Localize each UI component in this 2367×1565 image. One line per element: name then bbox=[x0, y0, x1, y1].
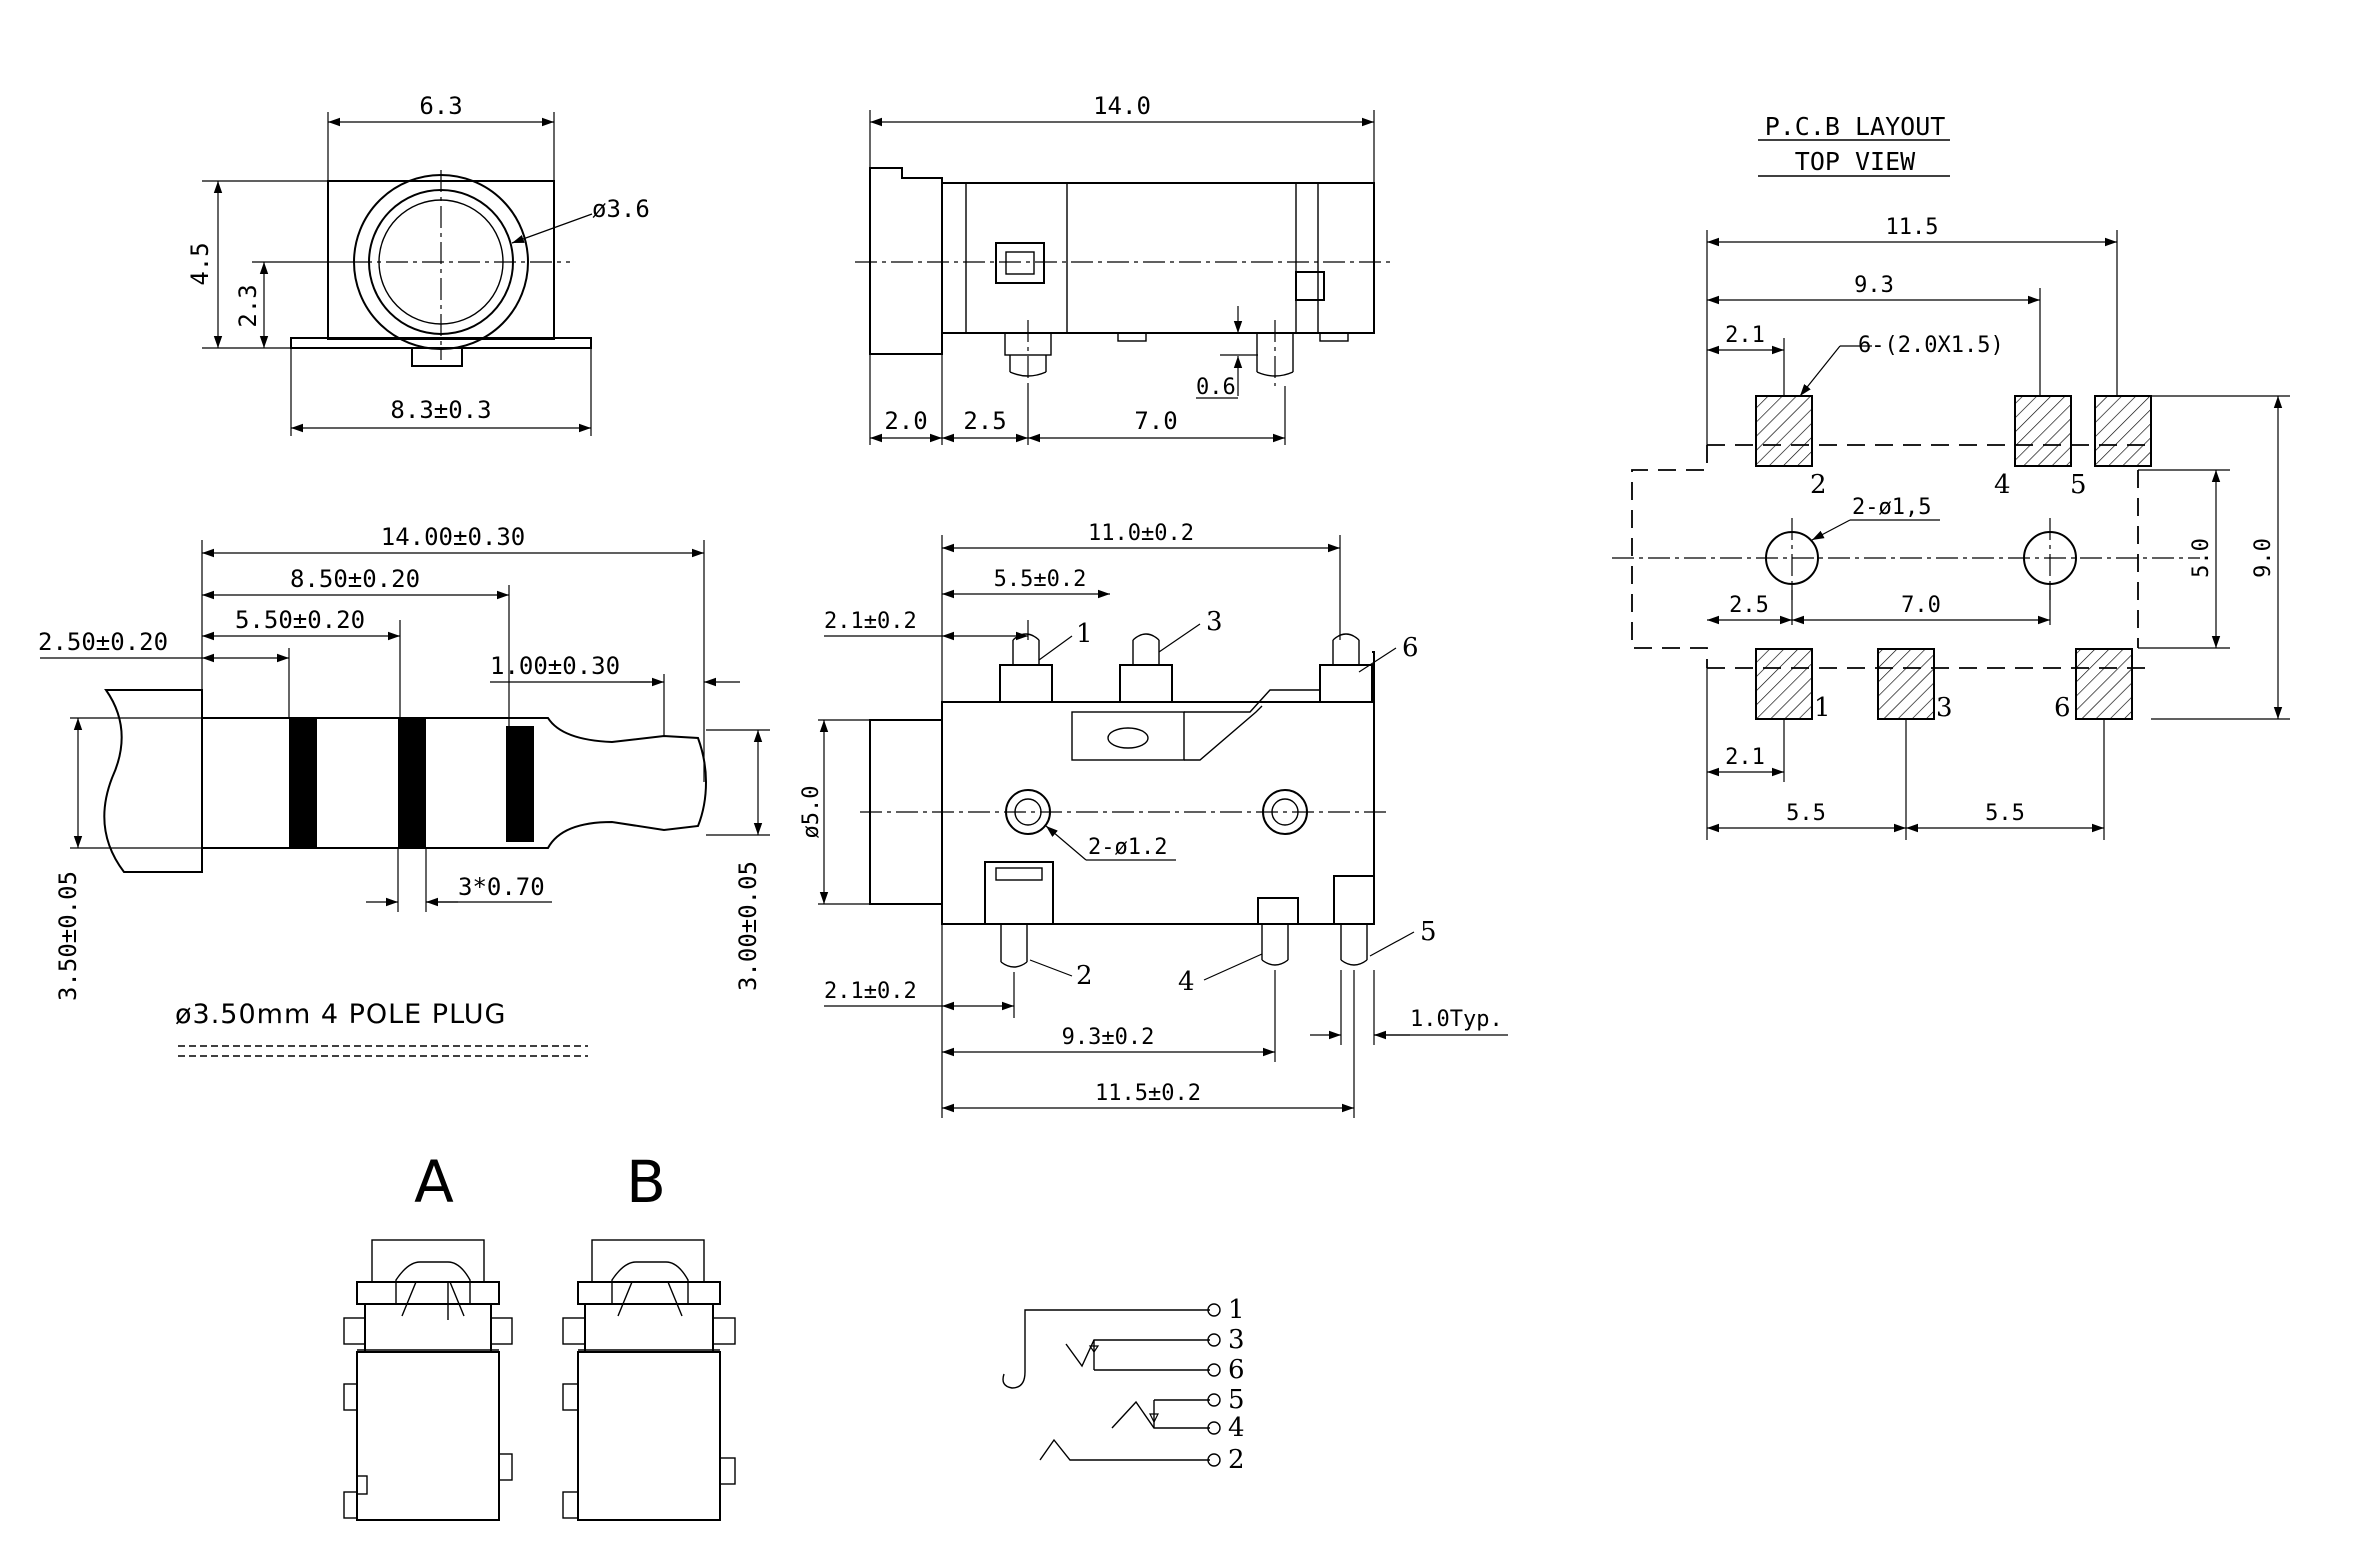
schematic-pin-3: 3 bbox=[1228, 1325, 1245, 1355]
top-view-pin-5: 5 bbox=[1420, 917, 1437, 947]
pcb-title: P.C.B LAYOUT bbox=[1765, 112, 1946, 141]
side-d2-label: 2.5 bbox=[963, 407, 1006, 435]
plug-length-850-label: 8.50±0.20 bbox=[290, 565, 420, 593]
variant-a-label: A bbox=[414, 1148, 454, 1216]
pcb-pad-3 bbox=[1877, 648, 1935, 720]
top-width-110-label: 11.0±0.2 bbox=[1088, 521, 1194, 546]
pcb-pad-1 bbox=[1755, 648, 1813, 720]
top-offset-21-top-label: 2.1±0.2 bbox=[824, 609, 917, 634]
pcb-pad-4 bbox=[2014, 395, 2072, 467]
top-view-pin-3: 3 bbox=[1206, 607, 1223, 637]
pcb-pitch-55-right-label: 5.5 bbox=[1985, 801, 2025, 826]
side-standoff-label: 0.6 bbox=[1196, 375, 1236, 400]
top-view-pin-4: 4 bbox=[1178, 967, 1195, 997]
pcb-pin-4: 4 bbox=[1994, 470, 2011, 500]
plug-drawing: 14.00±0.30 8.50±0.20 5.50±0.20 2.50±0.20… bbox=[38, 523, 770, 1057]
plug-diameter-300-label: 3.00±0.05 bbox=[734, 861, 762, 991]
top-view-pin-6: 6 bbox=[1402, 633, 1419, 663]
pcb-width-21-top-label: 2.1 bbox=[1725, 323, 1765, 348]
schematic-pin-1: 1 bbox=[1228, 1295, 1245, 1325]
variant-b-label: B bbox=[626, 1148, 666, 1216]
plug-length-250-label: 2.50±0.20 bbox=[38, 628, 168, 656]
pcb-pad-6 bbox=[2075, 648, 2133, 720]
top-view-pin-1: 1 bbox=[1076, 619, 1093, 649]
side-length-label: 14.0 bbox=[1093, 92, 1151, 120]
pcb-pad-5 bbox=[2094, 395, 2152, 467]
front-bore-diameter-label: ø3.6 bbox=[592, 195, 650, 223]
top-pitch-55-label: 5.5±0.2 bbox=[994, 567, 1087, 592]
pcb-height-50-label: 5.0 bbox=[2189, 538, 2214, 578]
side-d3-label: 7.0 bbox=[1134, 407, 1177, 435]
pcb-hole-note: 2-ø1,5 bbox=[1852, 495, 1931, 520]
variant-a: A bbox=[343, 1148, 513, 1521]
top-hole-note: 2-ø1.2 bbox=[1088, 835, 1167, 860]
pcb-subtitle: TOP VIEW bbox=[1795, 147, 1916, 176]
front-view: 6.3 4.5 2.3 8.3±0.3 ø3.6 bbox=[186, 92, 650, 436]
front-width-label: 6.3 bbox=[419, 92, 462, 120]
plug-tip-length-label: 1.00±0.30 bbox=[490, 652, 620, 680]
plug-ring-3 bbox=[506, 726, 534, 842]
top-view-pin-2: 2 bbox=[1076, 961, 1093, 991]
top-view: 1 3 6 2 4 5 11.0±0.2 5.5±0.2 2.1±0.2 ø5.… bbox=[799, 521, 1508, 1118]
schematic-pin-5: 5 bbox=[1228, 1385, 1245, 1415]
side-view: 14.0 2.0 2.5 7.0 0.6 bbox=[855, 92, 1395, 445]
pcb-pad-2 bbox=[1755, 395, 1813, 467]
plug-caption: ø3.50mm 4 POLE PLUG bbox=[175, 999, 506, 1030]
front-height-label: 4.5 bbox=[186, 242, 214, 285]
plug-diameter-350-label: 3.50±0.05 bbox=[54, 871, 82, 1001]
top-span-115-label: 11.5±0.2 bbox=[1095, 1081, 1201, 1106]
plug-ring-1 bbox=[289, 718, 317, 848]
schematic-pin-2: 2 bbox=[1228, 1445, 1245, 1475]
pcb-center-25-label: 2.5 bbox=[1729, 593, 1769, 618]
pcb-pitch-55-left-label: 5.5 bbox=[1786, 801, 1826, 826]
plug-length-550-label: 5.50±0.20 bbox=[235, 606, 365, 634]
pcb-pin-5: 5 bbox=[2070, 470, 2087, 500]
pcb-center-70-label: 7.0 bbox=[1901, 593, 1941, 618]
schematic: 1 3 6 5 4 2 bbox=[1002, 1295, 1245, 1475]
pcb-width-115-label: 11.5 bbox=[1886, 215, 1939, 240]
plug-ring-width-label: 3*0.70 bbox=[458, 873, 545, 901]
top-offset-21-bottom-label: 2.1±0.2 bbox=[824, 979, 917, 1004]
top-body-diameter-label: ø5.0 bbox=[799, 786, 824, 839]
plug-ring-2 bbox=[398, 718, 426, 848]
pcb-pin-3: 3 bbox=[1936, 693, 1953, 723]
pcb-width-93-label: 9.3 bbox=[1854, 273, 1894, 298]
pcb-layout: P.C.B LAYOUT TOP VIEW 2 4 5 1 3 6 bbox=[1612, 112, 2290, 840]
variant-b: B bbox=[562, 1148, 736, 1521]
schematic-pin-6: 6 bbox=[1228, 1355, 1245, 1385]
front-base-width-label: 8.3±0.3 bbox=[390, 396, 491, 424]
top-lead-typ-label: 1.0Typ. bbox=[1410, 1007, 1503, 1032]
schematic-pin-4: 4 bbox=[1228, 1413, 1245, 1443]
side-d1-label: 2.0 bbox=[884, 407, 927, 435]
pcb-pin-1: 1 bbox=[1814, 693, 1831, 723]
front-center-height-label: 2.3 bbox=[234, 284, 262, 327]
plug-total-length-label: 14.00±0.30 bbox=[381, 523, 526, 551]
pcb-pin-2: 2 bbox=[1810, 470, 1827, 500]
top-span-93-label: 9.3±0.2 bbox=[1062, 1025, 1155, 1050]
pcb-height-90-label: 9.0 bbox=[2251, 538, 2276, 578]
pcb-pin-6: 6 bbox=[2054, 693, 2071, 723]
pcb-pad-note: 6-(2.0X1.5) bbox=[1858, 333, 2004, 358]
pcb-width-21-bottom-label: 2.1 bbox=[1725, 745, 1765, 770]
